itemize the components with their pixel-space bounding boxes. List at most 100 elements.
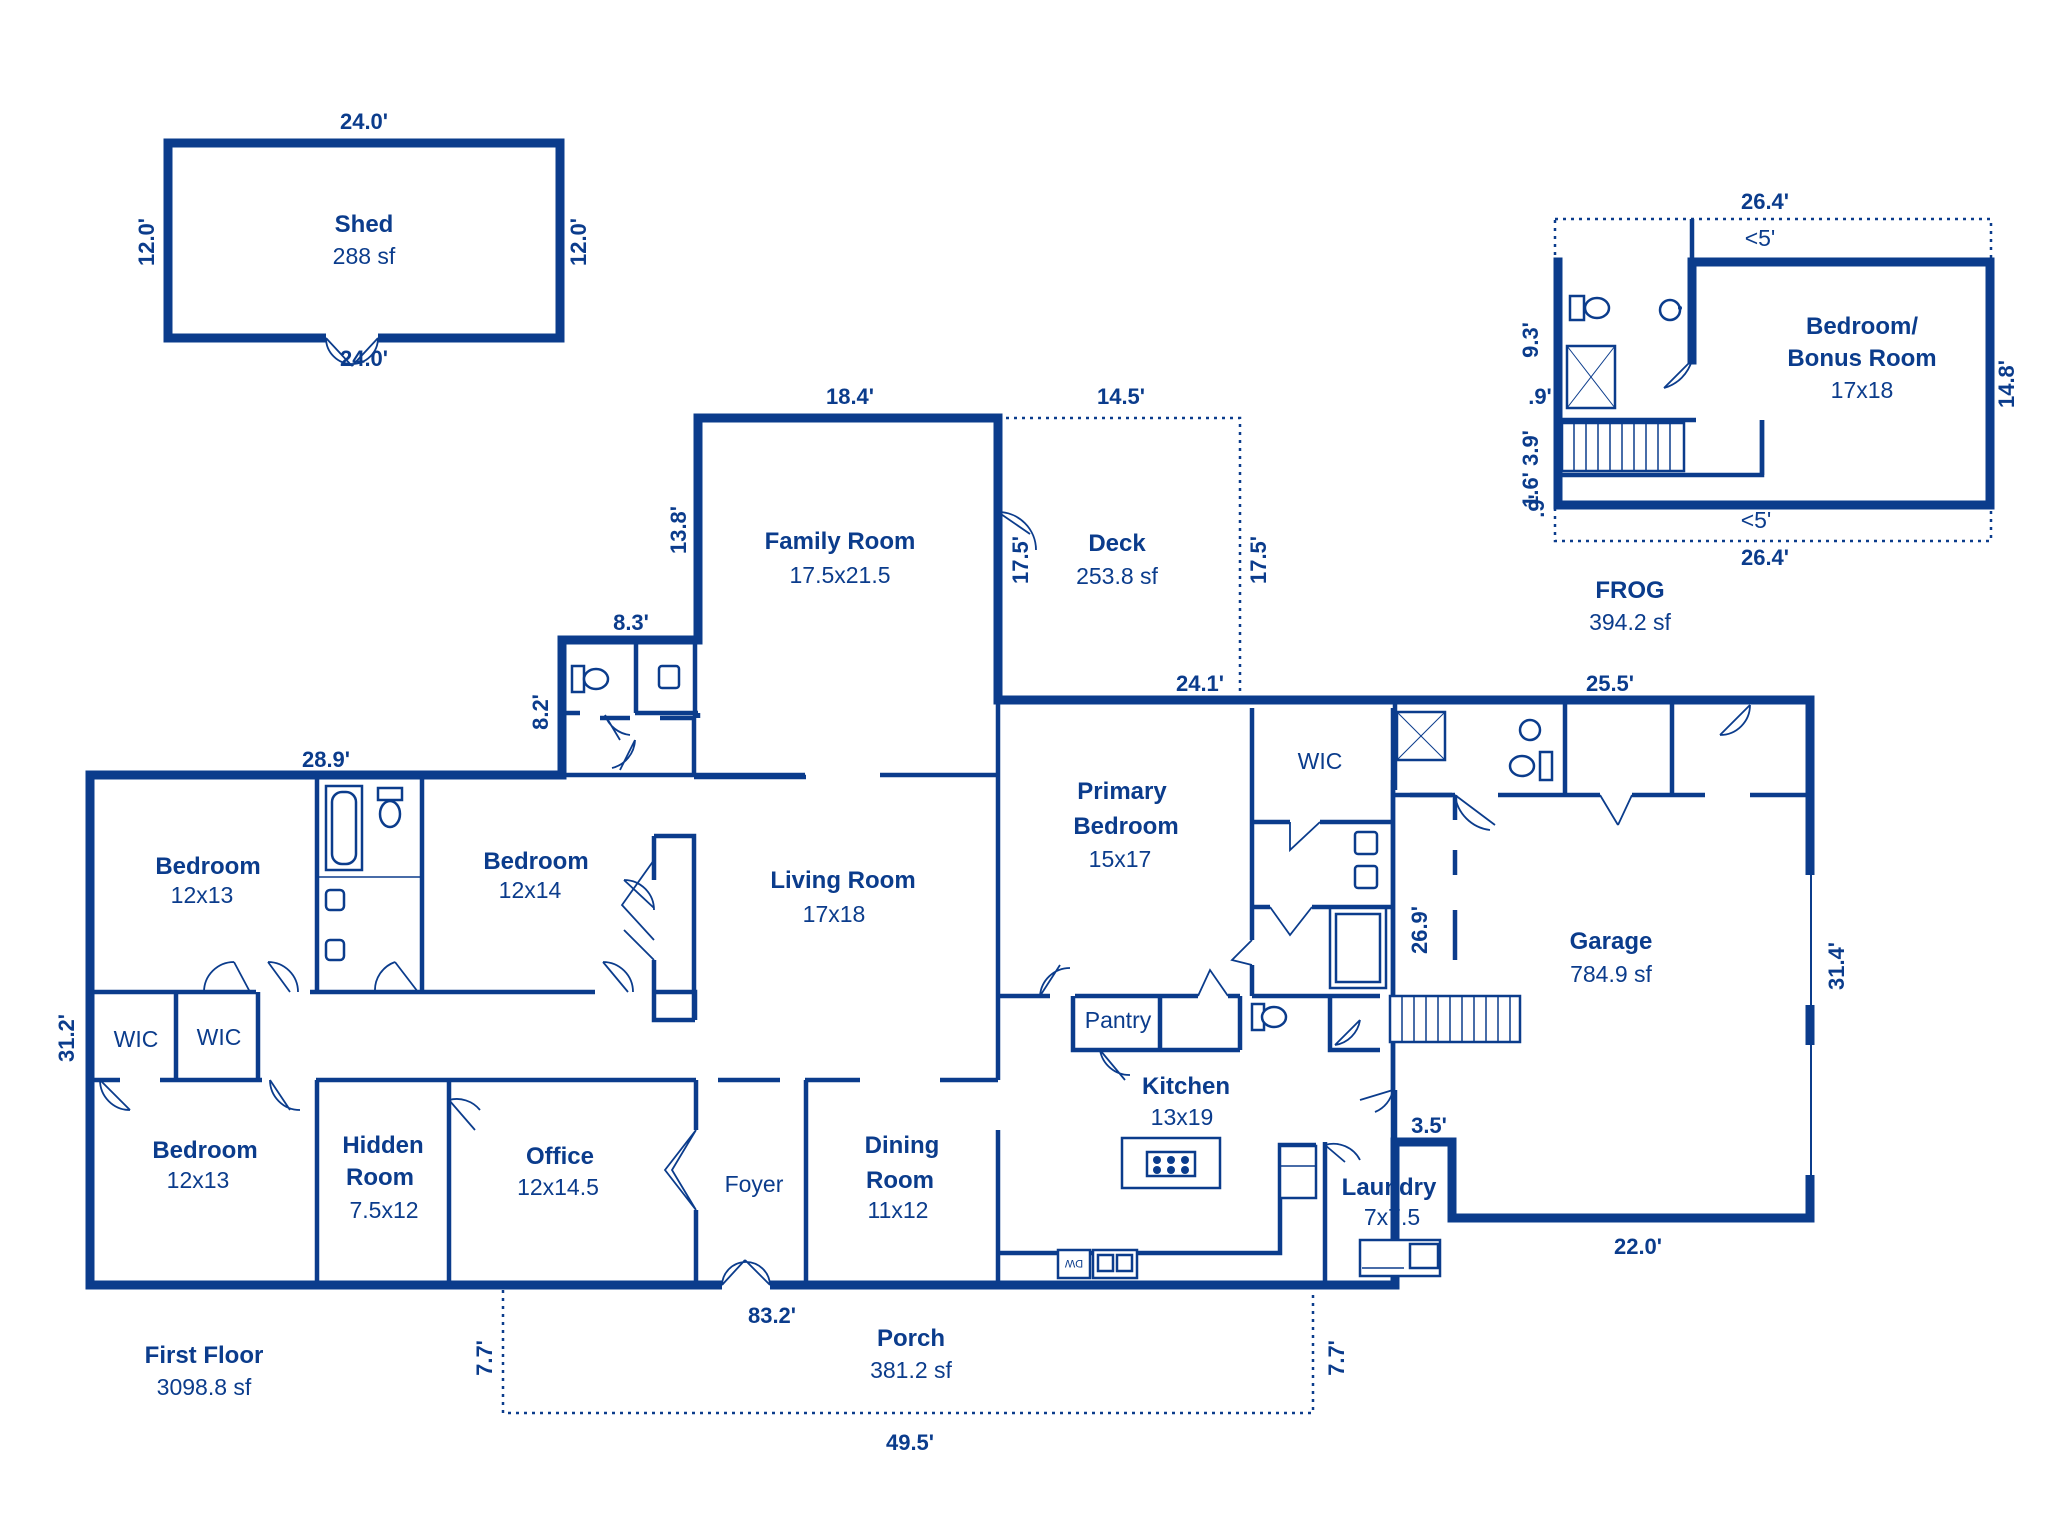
- dim-3-5: 3.5': [1411, 1113, 1447, 1138]
- frog-dim-bottom: 26.4': [1741, 545, 1789, 570]
- bedroom-3-name: Bedroom: [152, 1137, 257, 1164]
- garage-stairs: [1388, 994, 1522, 1044]
- shed-dim-bottom: 24.0': [340, 346, 388, 371]
- hidden-room-line2: Room: [346, 1164, 414, 1191]
- living-room-name: Living Room: [770, 867, 915, 894]
- frog-dim-left-a: 9.3': [1518, 322, 1543, 358]
- door-swings: [99, 511, 1751, 1286]
- sink-icon: [1353, 830, 1379, 890]
- kitchen-name: Kitchen: [1142, 1073, 1230, 1100]
- dim-83-2: 83.2': [748, 1303, 796, 1328]
- frog-ceiling-top: <5': [1745, 225, 1776, 251]
- bedroom-1-size: 12x13: [171, 882, 234, 908]
- frog-shower-icon: [1565, 344, 1617, 410]
- washer-dryer-icon: [1358, 1238, 1442, 1278]
- dim-7-7-left: 7.7': [472, 1340, 497, 1376]
- dim-28-9: 28.9': [302, 747, 350, 772]
- porch-name: Porch: [877, 1325, 945, 1352]
- first-floor-area: 3098.8 sf: [157, 1374, 252, 1400]
- dining-room-size: 11x12: [868, 1197, 929, 1223]
- dim-26-9: 26.9': [1407, 906, 1432, 954]
- primary-bedroom-size: 15x17: [1089, 846, 1152, 872]
- toilet-icon: [1250, 1002, 1288, 1032]
- dim-18-4: 18.4': [826, 384, 874, 409]
- dimension-labels: 18.4' 14.5' 13.8' 17.5' 17.5' 8.3' 8.2' …: [54, 384, 1849, 1455]
- laundry-size: 7x7.5: [1364, 1204, 1420, 1230]
- frog-toilet-icon: [1568, 294, 1611, 322]
- frog-room-size: 17x18: [1831, 377, 1894, 403]
- dishwasher-icon: DW: [1056, 1248, 1092, 1280]
- deck-name: Deck: [1088, 530, 1146, 557]
- dim-31-2: 31.2': [54, 1014, 79, 1062]
- office-name: Office: [526, 1143, 594, 1170]
- dining-room-line2: Room: [866, 1167, 934, 1194]
- kitchen-size: 13x19: [1151, 1104, 1214, 1130]
- sink-icon: [324, 888, 346, 962]
- dim-17-5-right: 17.5': [1246, 536, 1271, 584]
- hidden-room-size: 7.5x12: [349, 1197, 418, 1223]
- shed-dim-right: 12.0': [566, 218, 591, 266]
- dim-13-8: 13.8': [666, 506, 691, 554]
- family-room-name: Family Room: [765, 528, 916, 555]
- frog-dim-left-c: 3.9': [1518, 430, 1543, 466]
- toilet-icon: [570, 664, 610, 694]
- frog-dim-left-e: .9': [1524, 494, 1549, 518]
- wic-2-name: WIC: [197, 1024, 242, 1050]
- bedroom-2-name: Bedroom: [483, 848, 588, 875]
- shower-icon: [1328, 906, 1388, 990]
- frog-stairs: [1573, 423, 1671, 471]
- first-floor-walls: [85, 413, 1817, 1415]
- room-labels: Family Room 17.5x21.5 Deck 253.8 sf Livi…: [114, 528, 1653, 1400]
- dim-7-7-right: 7.7': [1324, 1340, 1349, 1376]
- toilet-icon: [376, 786, 404, 829]
- primary-wic-name: WIC: [1298, 748, 1343, 774]
- primary-bedroom-line1: Primary: [1077, 778, 1167, 805]
- dining-room-line1: Dining: [865, 1132, 940, 1159]
- dim-49-5: 49.5': [886, 1430, 934, 1455]
- laundry-name: Laundry: [1342, 1174, 1437, 1201]
- toilet-icon: [1508, 750, 1554, 782]
- shed-dim-top: 24.0': [340, 109, 388, 134]
- dim-24-1: 24.1': [1176, 671, 1224, 696]
- hidden-room-line1: Hidden: [342, 1132, 423, 1159]
- dim-25-5: 25.5': [1586, 671, 1634, 696]
- kitchen-sink-icon: [1091, 1248, 1139, 1280]
- frog-sink-icon: [1658, 298, 1682, 322]
- frog-room-line2: Bonus Room: [1787, 345, 1936, 372]
- bedroom-3-size: 12x13: [167, 1167, 230, 1193]
- dim-31-4: 31.4': [1824, 942, 1849, 990]
- family-room-size: 17.5x21.5: [789, 562, 890, 588]
- bathtub-icon: [324, 784, 364, 872]
- dishwasher-label: DW: [1064, 1257, 1083, 1269]
- shed-name: Shed: [335, 211, 394, 238]
- pantry-name: Pantry: [1085, 1007, 1152, 1033]
- frog-dim-top: 26.4': [1741, 189, 1789, 214]
- living-room-size: 17x18: [803, 901, 866, 927]
- shed-dim-left: 12.0': [134, 218, 159, 266]
- shower-icon: [1395, 710, 1447, 762]
- frog-dim-left-b: .9': [1528, 384, 1552, 409]
- refrigerator-icon: [1278, 1144, 1318, 1200]
- dim-14-5: 14.5': [1097, 384, 1145, 409]
- sink-icon: [1518, 718, 1542, 742]
- dim-8-3: 8.3': [613, 610, 649, 635]
- porch-area: 381.2 sf: [870, 1357, 952, 1383]
- garage-name: Garage: [1570, 928, 1653, 955]
- frog-room-line1: Bedroom/: [1806, 313, 1918, 340]
- sink-icon: [657, 664, 681, 690]
- first-floor-title: First Floor: [145, 1342, 264, 1369]
- bedroom-2-size: 12x14: [499, 877, 562, 903]
- shed: Shed 288 sf 24.0' 24.0' 12.0' 12.0': [134, 109, 591, 371]
- garage-area: 784.9 sf: [1570, 961, 1652, 987]
- cooktop-icon: [1120, 1136, 1222, 1190]
- fixtures: DW: [316, 664, 1554, 1280]
- office-size: 12x14.5: [517, 1174, 599, 1200]
- frog-ceiling-bottom: <5': [1741, 507, 1772, 533]
- frog-dim-right: 14.8': [1994, 360, 2019, 408]
- deck-area: 253.8 sf: [1076, 563, 1158, 589]
- shed-area: 288 sf: [333, 243, 396, 269]
- frog-dim-left-d: 1.6': [1518, 472, 1543, 508]
- dim-22-0: 22.0': [1614, 1234, 1662, 1259]
- dim-17-5-left: 17.5': [1008, 536, 1033, 584]
